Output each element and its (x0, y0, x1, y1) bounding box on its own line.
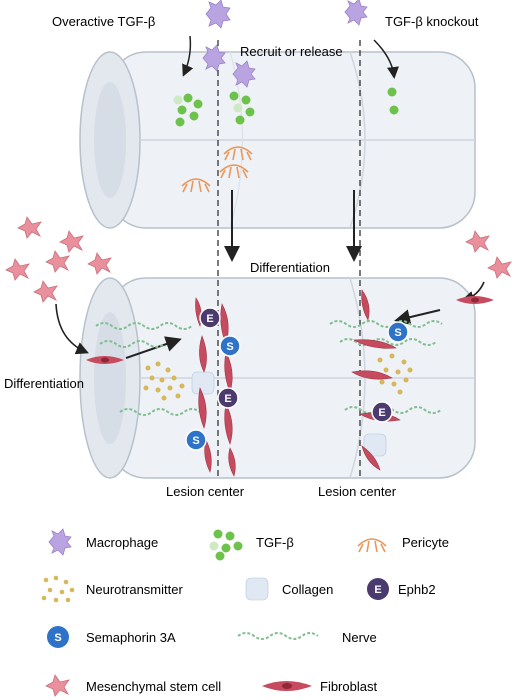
neurotransmitter-right (377, 353, 413, 395)
arrow-knockout (373, 39, 399, 79)
semaphorin-marker: S (185, 429, 207, 451)
legend-collagen: Collagen (282, 582, 333, 597)
svg-text:S: S (54, 632, 61, 644)
legend-neurotransmitter: Neurotransmitter (86, 582, 183, 597)
legend: Macrophage TGF-β Pericyte Neurotransmitt… (41, 528, 449, 697)
ephb2-marker: E (371, 401, 393, 423)
macrophage-icon (48, 528, 72, 556)
differentiation-left-label: Differentiation (4, 376, 84, 391)
nerve-icon (237, 632, 319, 640)
neurotransmitter-icon (41, 575, 75, 603)
msc-group-left (5, 216, 112, 303)
fibroblast-icon (86, 356, 124, 364)
msc-group-right (465, 230, 512, 279)
arrow-overactive (182, 35, 194, 77)
lesion-center-right-label: Lesion center (318, 484, 397, 499)
semaphorin-marker: S (219, 335, 241, 357)
semaphorin-icon: S (47, 626, 69, 648)
tgf-icon (209, 529, 243, 561)
collagen-patches (191, 371, 387, 457)
ephb2-icon: E (367, 578, 389, 600)
lesion-center-left-label: Lesion center (166, 484, 245, 499)
arrow-to-lesion-right (394, 309, 441, 326)
arrow-to-lesion-left (125, 336, 182, 359)
differentiation-top-label: Differentiation (250, 260, 330, 275)
top-spinal-cord (79, 51, 476, 229)
ephb2-marker: E (199, 307, 221, 329)
nerve-fibers-right (329, 320, 443, 414)
knockout-label: TGF-β knockout (385, 14, 479, 29)
svg-text:S: S (226, 341, 233, 353)
tgf-cluster-center (229, 91, 255, 125)
legend-pericyte: Pericyte (402, 535, 449, 550)
nerve-fibers-left (95, 322, 201, 416)
legend-msc: Mesenchymal stem cell (86, 679, 221, 694)
fibroblast-icon (456, 296, 494, 304)
legend-tgf: TGF-β (256, 535, 294, 550)
semaphorin-marker: S (387, 321, 409, 343)
legend-ephb2: Ephb2 (398, 582, 436, 597)
tgf-cluster-right (387, 87, 399, 115)
legend-semaphorin: Semaphorin 3A (86, 630, 176, 645)
svg-text:S: S (192, 435, 199, 447)
msc-icon (45, 674, 70, 697)
ephb2-marker: E (217, 387, 239, 409)
overactive-label: Overactive TGF-β (52, 14, 155, 29)
pericyte-icon (357, 538, 387, 553)
macrophage-icon (202, 44, 226, 72)
svg-text:E: E (378, 407, 385, 419)
macrophage-icon (205, 0, 231, 29)
pericyte-icon (223, 146, 253, 161)
bottom-spinal-cord (79, 277, 476, 479)
svg-text:E: E (206, 313, 213, 325)
svg-text:S: S (394, 327, 401, 339)
tgf-cluster-left (173, 93, 203, 127)
svg-text:E: E (374, 584, 381, 596)
arrow-msc-curve (55, 303, 89, 355)
pericyte-icon (219, 164, 249, 179)
fibroblast-icon (262, 681, 312, 691)
collagen-icon (245, 577, 269, 601)
recruit-label: Recruit or release (240, 44, 343, 59)
pericyte-icon (181, 178, 211, 193)
svg-text:E: E (224, 393, 231, 405)
neurotransmitter-left (143, 361, 185, 401)
legend-nerve: Nerve (342, 630, 377, 645)
legend-fibroblast: Fibroblast (320, 679, 377, 694)
legend-macrophage: Macrophage (86, 535, 158, 550)
macrophage-icon (344, 0, 368, 26)
macrophage-icon (232, 60, 256, 88)
